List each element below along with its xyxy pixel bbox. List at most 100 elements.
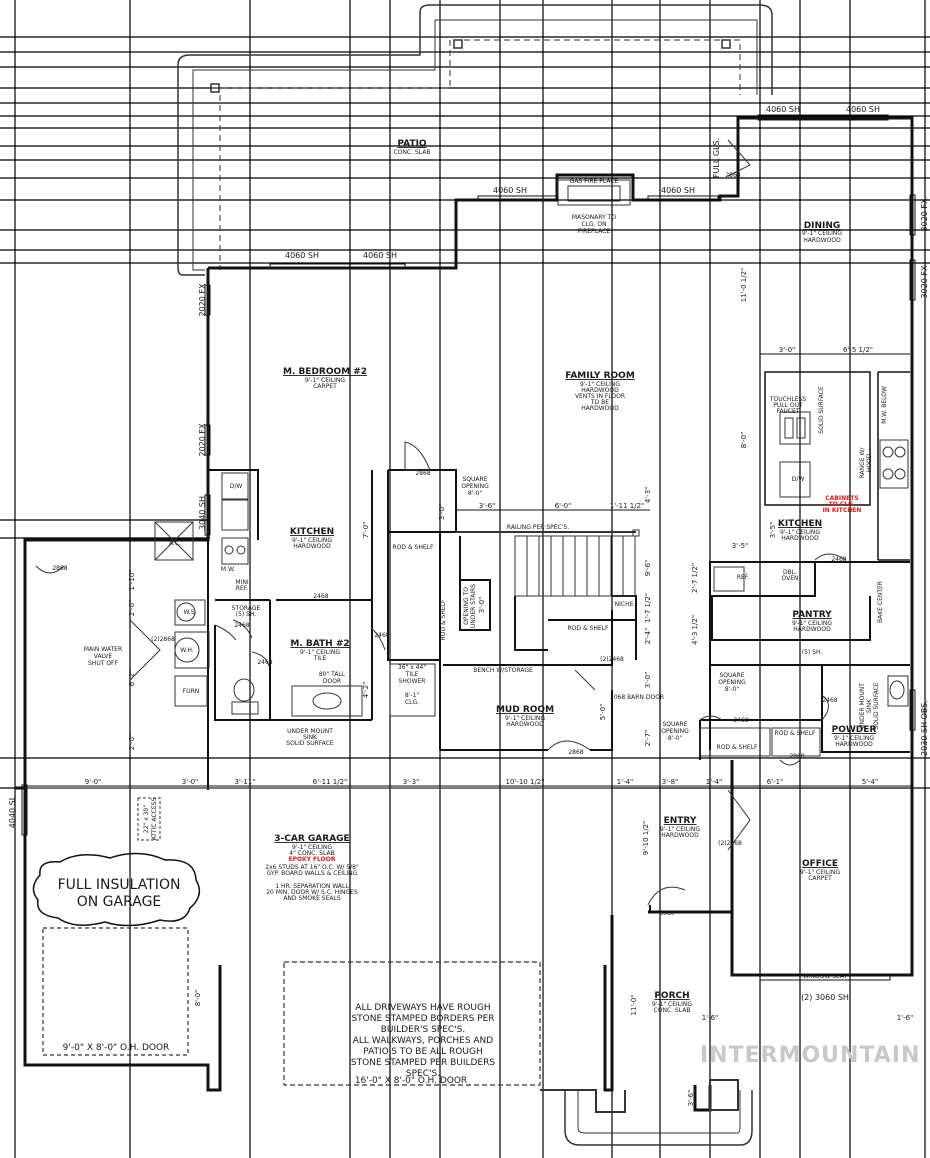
garage-epoxy: EPOXY FLOOR xyxy=(289,856,336,863)
interior-walls xyxy=(207,371,910,1090)
stair-dimensions: 3'-6" 6'-0" 1'-11 1/2" 4'-3" xyxy=(479,487,652,510)
dimension-lines xyxy=(25,353,912,787)
dining-note: HARDWOOD xyxy=(803,237,841,244)
dimension-label: 3'-5" xyxy=(769,522,777,539)
dimension-label: 2'-0" xyxy=(128,734,136,751)
driveway-note-line: SPEC'S. xyxy=(406,1069,440,1079)
dining-title: DINING xyxy=(804,221,841,231)
attic-access-note: ATTIC ACCESS xyxy=(151,798,158,841)
mud-room-title: MUD ROOM xyxy=(496,705,554,715)
ac-label: A.C. xyxy=(169,540,181,547)
niche-label: NICHE xyxy=(615,601,634,608)
kitchen-note: 9'-1" CEILING xyxy=(780,529,820,536)
square-opening-note: 8'-0" xyxy=(725,686,739,693)
doors xyxy=(35,139,847,906)
bath-title: M. BATH #2 xyxy=(290,639,349,649)
range-note: RANGE W/ xyxy=(859,447,866,479)
dimension-label: 3'-0" xyxy=(182,778,199,786)
dimension-label: 4'-2" xyxy=(362,682,370,699)
window-label: 2020 FX xyxy=(198,423,207,457)
dimension-label: 3'-0" xyxy=(644,672,652,689)
fixtures xyxy=(154,179,909,757)
square-opening-note: 8'-0" xyxy=(468,490,482,497)
mud-room-note: HARDWOOD xyxy=(506,721,544,728)
undermount-note: SOLID SURFACE xyxy=(873,682,880,730)
storage-sh-label: (5) SH. xyxy=(236,611,257,618)
rod-shelf-label: ROD & SHELF xyxy=(717,744,758,751)
office-title: OFFICE xyxy=(802,859,838,869)
garage-door-label: 9'-0" X 8'-0" O.H. DOOR xyxy=(63,1043,170,1053)
misc-labels: GAS FIRE PLACE MASONARY TO CLG. ON FIREP… xyxy=(84,178,888,841)
door-label: 2468 xyxy=(313,593,328,600)
door-label: 2468 xyxy=(374,632,389,639)
oven-label: DBL. xyxy=(783,569,797,576)
furnace-label: FURN xyxy=(183,688,200,695)
dimension-label: 6'-1" xyxy=(767,778,784,786)
insulation-note: FULL INSULATION xyxy=(58,877,181,893)
window-label: 4040 SL xyxy=(8,795,17,828)
square-opening-note: OPENING xyxy=(718,679,746,686)
rod-shelf-label: ROD & SHELF xyxy=(440,599,447,640)
fireplace-note: MASONARY TO xyxy=(572,214,616,221)
water-heater-label: W.H. xyxy=(180,647,194,654)
window-label: 4060 SH xyxy=(846,105,880,114)
family-room-title: FAMILY ROOM xyxy=(565,371,635,381)
window-label: FULL GLS. xyxy=(712,138,721,178)
dimension-label: 4'-3" xyxy=(644,487,652,504)
dimension-label: 8'-0" xyxy=(194,990,202,1007)
door-label: 2868 xyxy=(725,172,740,179)
water-softener-label: W.S. xyxy=(184,609,197,616)
door-label: 2868 xyxy=(789,753,804,760)
mud-room-note: 9'-1" CEILING xyxy=(505,715,545,722)
dimension-label: 9'-10 1/2" xyxy=(642,821,650,856)
dimension-label: 2'-0" xyxy=(128,600,136,617)
door-label: (2)2868 xyxy=(151,636,175,643)
dimension-label: 9'-0" xyxy=(85,778,102,786)
garage-note: 1 HR. SEPARATION WALL xyxy=(275,883,349,890)
square-opening-note: SQUARE xyxy=(463,476,488,483)
cabinets-note: TO CLG. xyxy=(829,501,856,508)
entry-note: HARDWOOD xyxy=(661,832,699,839)
insulation-note: ON GARAGE xyxy=(77,894,162,910)
undermount-note: SINK xyxy=(303,734,318,741)
faucet-note: FAUCET xyxy=(776,408,799,415)
dimension-label: 1'-6" xyxy=(702,1014,719,1022)
driveway-note-line: STONE STAMPED BORDERS PER xyxy=(351,1014,494,1024)
garage-dimensions: 9'-0" 3'-0" 3'-11" 6'-11 1/2" 3'-3" 10'-… xyxy=(85,778,879,786)
opening-stairs-note: UNDER STAIRS xyxy=(470,584,477,628)
garage-note: 9'-1" CEILING xyxy=(292,844,332,851)
room-labels: PATIO CONC. SLAB DINING 9'-1" CEILING HA… xyxy=(265,139,876,1014)
door-label: 2468 xyxy=(831,556,846,563)
dimension-label: 1'-10" xyxy=(128,569,136,590)
family-room-note: VENTS IN FLOOR xyxy=(575,393,625,400)
dimension-label: 5'-4" xyxy=(862,778,879,786)
garage-details xyxy=(25,787,753,1146)
garage-title: 3-CAR GARAGE xyxy=(274,834,349,844)
dimension-label: 2'-4" xyxy=(644,628,652,645)
entry-note: 9'-1" CEILING xyxy=(660,826,700,833)
tall-door-note: DOOR xyxy=(323,678,341,685)
kitchen2-note: HARDWOOD xyxy=(293,543,331,550)
bath-note: 9'-1" CEILING xyxy=(300,649,340,656)
window-labels: 4060 SH 4060 SH 4060 SH 4060 SH 4060 SH … xyxy=(8,105,929,1002)
dimension-label: 1'-6" xyxy=(897,1014,914,1022)
door-label: (2)2868 xyxy=(718,840,742,847)
insulation-callout: FULL INSULATION ON GARAGE xyxy=(32,852,201,927)
driveway-note-line: ALL DRIVEWAYS HAVE ROUGH xyxy=(355,1003,490,1013)
solid-surface-note: SOLID SURFACE xyxy=(818,386,825,434)
family-room-note: 9'-1" CEILING xyxy=(580,381,620,388)
bedroom-note: CARPET xyxy=(313,383,337,390)
dimension-label: 3'-11" xyxy=(234,778,255,786)
main-valve-note: VALVE xyxy=(94,653,113,660)
door-label: 2468 xyxy=(234,622,249,629)
garage-note: 4" CONC. SLAB xyxy=(289,850,334,857)
office-note: CARPET xyxy=(808,875,832,882)
garage-door-label: 16'-0" X 8'-0" O.H. DOOR xyxy=(355,1076,467,1086)
garage-note: 2x6 STUDS AT 16" O.C. W/ 5/8" xyxy=(265,864,359,871)
kitchen-dimensions: 3'-0" 6'-5 1/2" 11'-0 1/2" 8'-0" 3'-5" 2… xyxy=(691,268,873,645)
bake-center-label: BAKE CENTER xyxy=(877,581,884,623)
faucet-note: PULL OUT xyxy=(773,402,803,409)
attic-access-note: 22" x 30" xyxy=(143,805,150,833)
porch-note: CONC. SLAB xyxy=(654,1007,691,1014)
undermount-note: SINK xyxy=(866,698,873,713)
